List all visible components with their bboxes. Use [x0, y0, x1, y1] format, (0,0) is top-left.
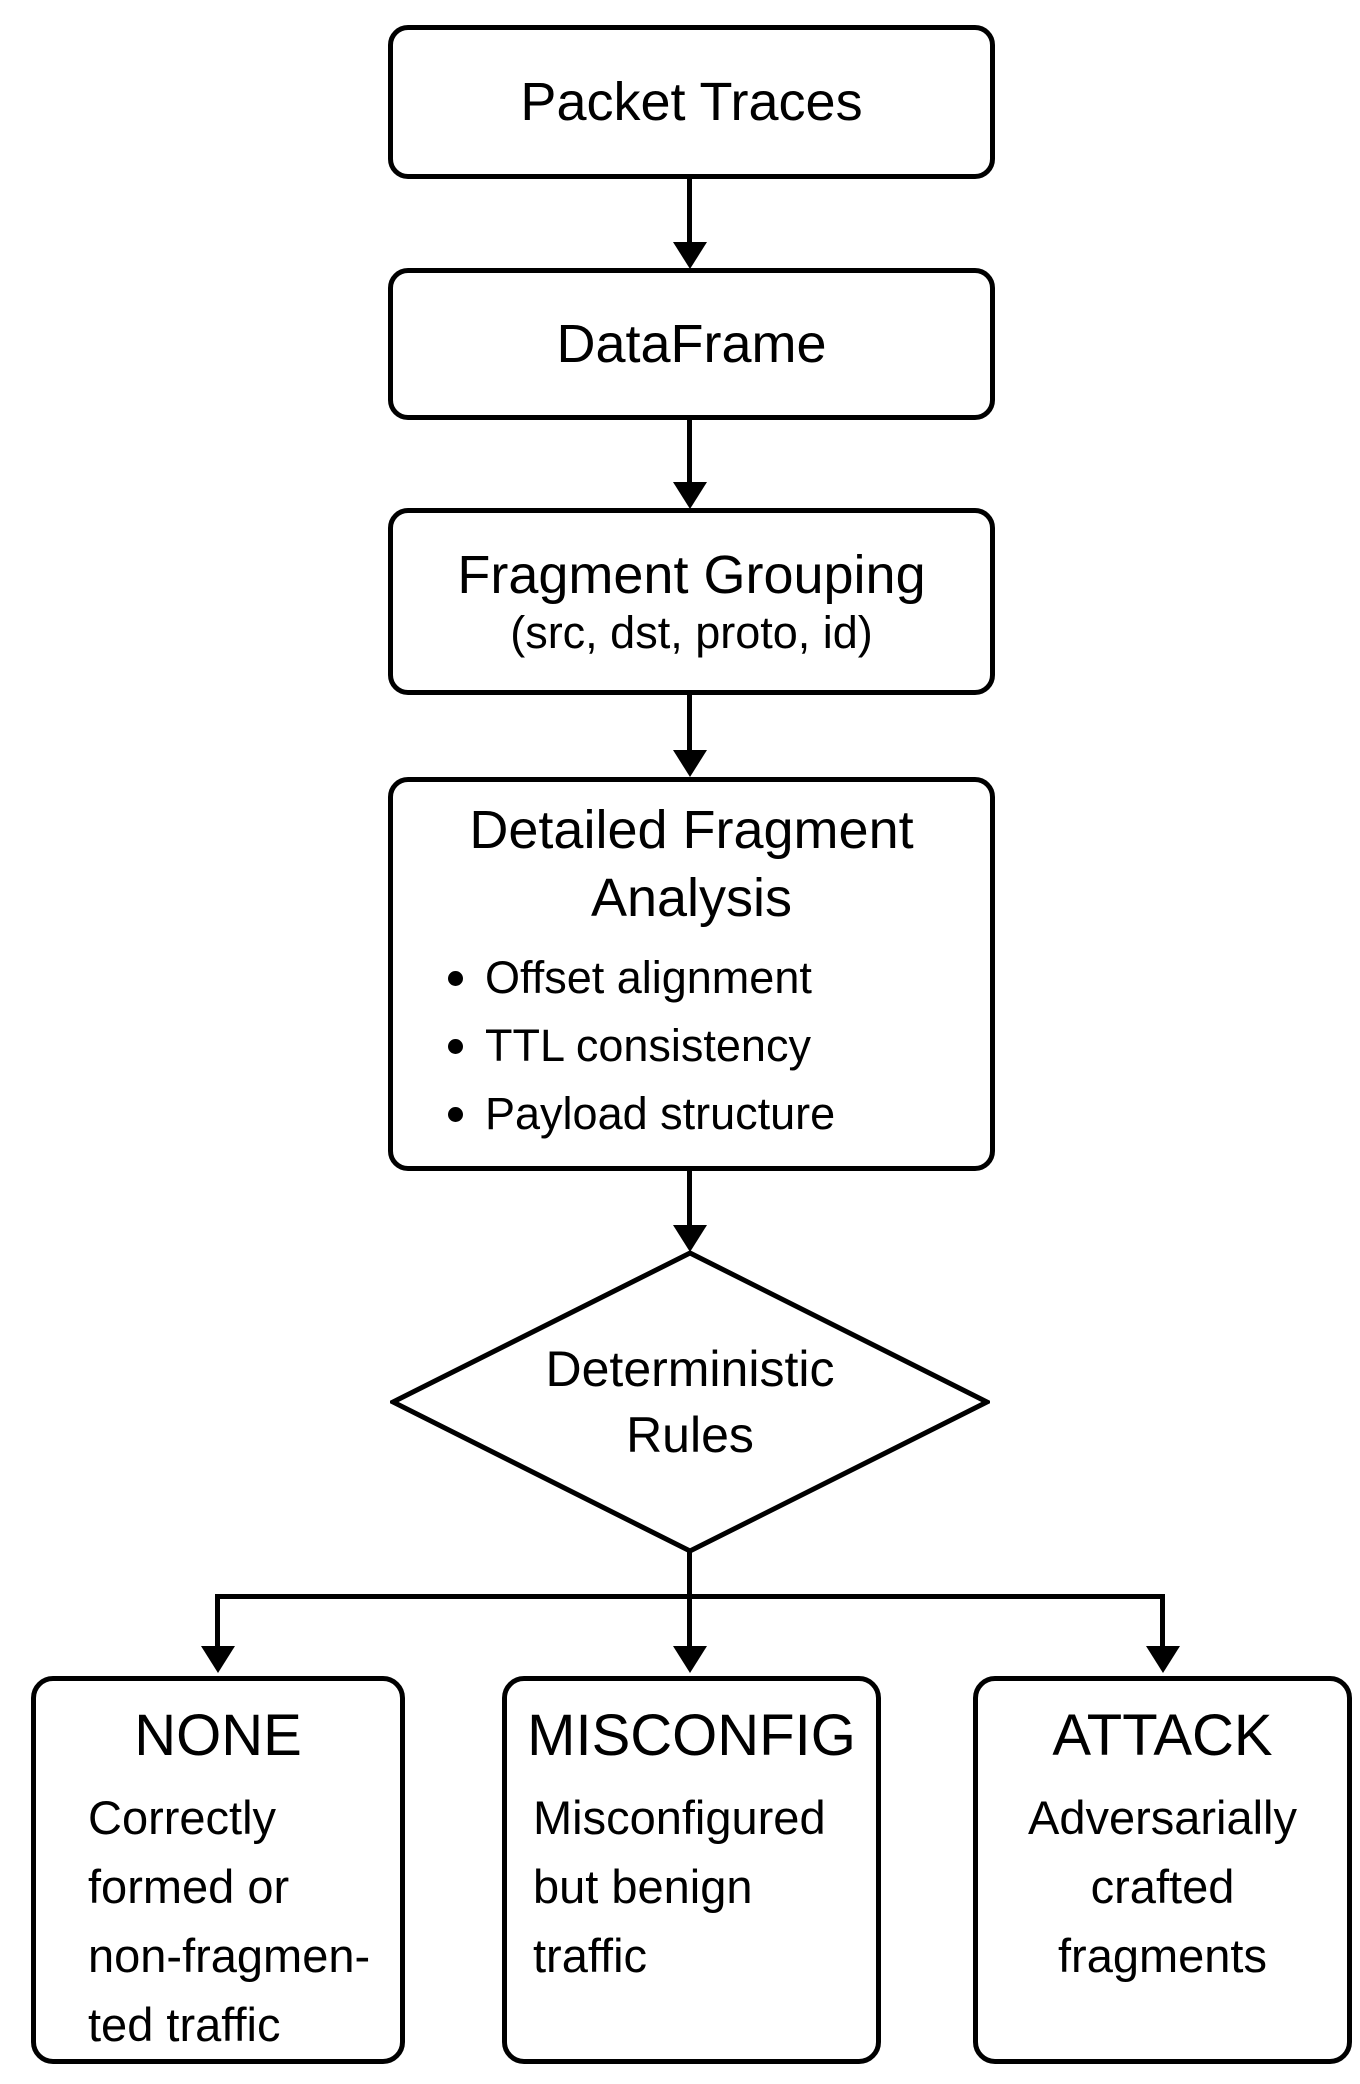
- decision-label: Deterministic Rules: [390, 1250, 990, 1554]
- node-dataframe: DataFrame: [388, 268, 995, 420]
- node-detailed-fragment-analysis: Detailed Fragment Analysis Offset alignm…: [388, 777, 995, 1171]
- node-fragment-grouping-title: Fragment Grouping: [457, 544, 926, 605]
- description-line: formed or: [88, 1860, 290, 1913]
- connector-grouping-to-analysis-line: [687, 695, 692, 750]
- outcome-attack: ATTACK Adversarially crafted fragments: [973, 1676, 1352, 2064]
- description-line: fragments: [1058, 1929, 1267, 1982]
- bullet-dot-icon: [448, 970, 463, 986]
- node-fragment-grouping-subtitle: (src, dst, proto, id): [510, 606, 873, 658]
- arrowhead-down-icon: [673, 1646, 707, 1673]
- description-line: ted traffic: [88, 1998, 281, 2051]
- arrowhead-down-icon: [673, 1225, 707, 1252]
- node-dataframe-label: DataFrame: [556, 314, 827, 374]
- bullet-dot-icon: [448, 1038, 463, 1054]
- outcome-misconfig-description: Misconfigured but benign traffic: [507, 1783, 876, 1990]
- description-line: traffic: [533, 1929, 648, 1982]
- branch-arrow-misconfig-line: [687, 1596, 692, 1646]
- decision-deterministic-rules: Deterministic Rules: [390, 1250, 990, 1554]
- outcome-attack-description: Adversarially crafted fragments: [978, 1783, 1347, 1990]
- outcome-misconfig: MISCONFIG Misconfigured but benign traff…: [502, 1676, 881, 2064]
- description-line: Adversarially: [1027, 1791, 1298, 1844]
- arrowhead-down-icon: [673, 242, 707, 269]
- node-analysis-title-line1: Detailed Fragment: [469, 800, 914, 860]
- bullet-item: TTL consistency: [448, 1012, 990, 1080]
- bullet-item: Payload structure: [448, 1080, 990, 1148]
- connector-dataframe-to-grouping-line: [687, 420, 692, 482]
- bullet-dot-icon: [448, 1106, 463, 1122]
- connector-packet-to-dataframe-line: [687, 179, 692, 242]
- description-line: but benign: [533, 1860, 753, 1913]
- description-line: Correctly: [88, 1791, 277, 1844]
- outcome-none: NONE Correctly formed or non-fragmen- te…: [31, 1676, 405, 2064]
- bullet-label: TTL consistency: [485, 1020, 811, 1071]
- decision-label-line1: Deterministic: [545, 1341, 835, 1397]
- description-line: non-fragmen-: [88, 1929, 371, 1982]
- branch-arrow-none-line: [215, 1596, 220, 1646]
- description-line: crafted: [1090, 1860, 1235, 1913]
- node-packet-traces-label: Packet Traces: [520, 72, 863, 132]
- analysis-bullet-list: Offset alignment TTL consistency Payload…: [393, 944, 990, 1148]
- arrowhead-down-icon: [673, 482, 707, 509]
- bullet-label: Offset alignment: [485, 952, 812, 1003]
- arrowhead-down-icon: [1146, 1646, 1180, 1673]
- connector-analysis-to-decision-line: [687, 1171, 692, 1225]
- outcome-none-description: Correctly formed or non-fragmen- ted tra…: [36, 1783, 400, 2059]
- arrowhead-down-icon: [673, 750, 707, 777]
- description-line: Misconfigured: [533, 1791, 826, 1844]
- node-fragment-grouping: Fragment Grouping (src, dst, proto, id): [388, 508, 995, 695]
- decision-label-line2: Rules: [626, 1407, 754, 1463]
- outcome-attack-title: ATTACK: [1052, 1703, 1273, 1768]
- decision-stem-line: [687, 1550, 692, 1598]
- outcome-misconfig-title: MISCONFIG: [527, 1703, 856, 1768]
- node-analysis-title-line2: Analysis: [590, 868, 793, 928]
- bullet-item: Offset alignment: [448, 944, 990, 1012]
- bullet-label: Payload structure: [485, 1088, 836, 1139]
- arrowhead-down-icon: [201, 1646, 235, 1673]
- branch-arrow-attack-line: [1160, 1596, 1165, 1646]
- outcome-none-title: NONE: [134, 1703, 302, 1768]
- node-packet-traces: Packet Traces: [388, 25, 995, 179]
